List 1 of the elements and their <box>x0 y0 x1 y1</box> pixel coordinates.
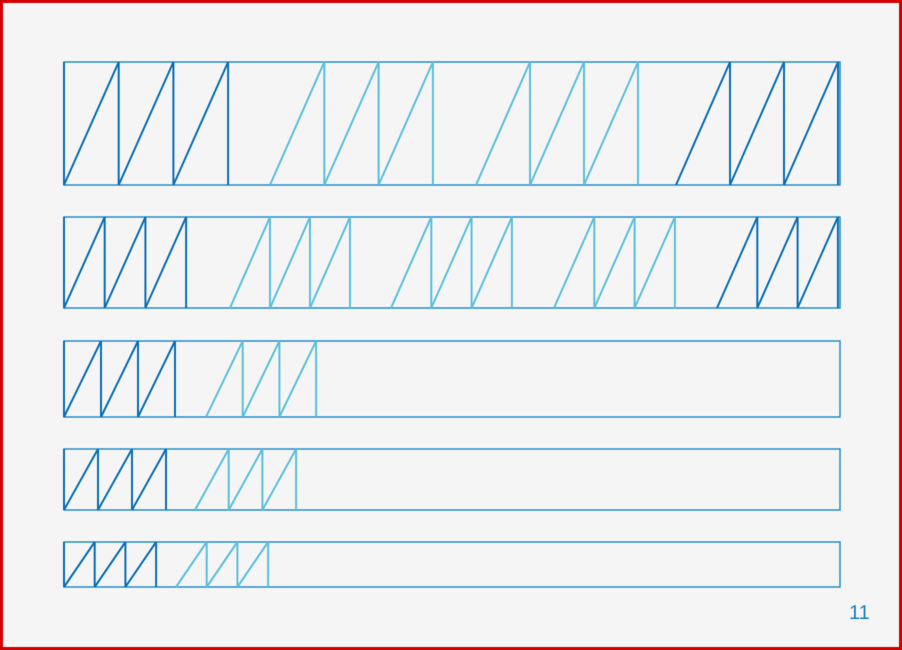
page-number: 11 <box>849 602 870 625</box>
